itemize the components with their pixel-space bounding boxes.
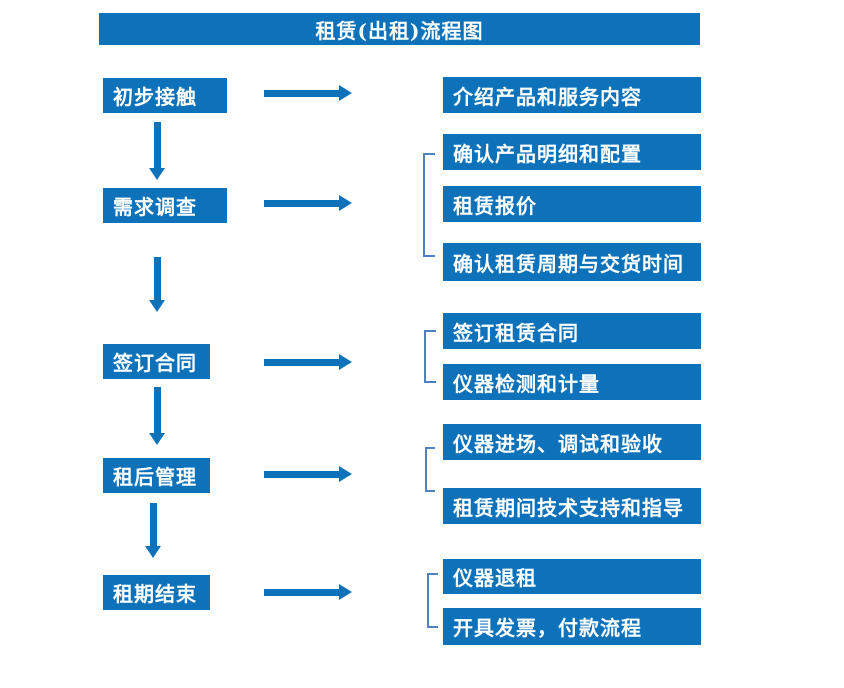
flow-arrow-right-3-icon <box>264 354 352 370</box>
arrow-shaft <box>154 387 161 434</box>
detail-box-rental-quote: 租赁报价 <box>443 186 701 222</box>
flow-arrow-down-4-icon <box>145 503 161 558</box>
arrow-shaft <box>264 200 340 207</box>
bracket-group-post-rental-mgmt <box>425 447 435 492</box>
detail-box-instrument-testing: 仪器检测和计量 <box>443 364 701 400</box>
arrow-head <box>339 85 352 101</box>
arrow-head <box>145 546 161 558</box>
arrow-shaft <box>154 257 161 301</box>
arrow-shaft <box>264 359 340 366</box>
arrow-head <box>149 168 165 180</box>
step-box-rental-end: 租期结束 <box>103 575 210 610</box>
arrow-head <box>149 433 165 445</box>
bracket-group-demand-survey <box>423 153 435 257</box>
arrow-shaft <box>150 503 157 547</box>
arrow-shaft <box>154 122 161 169</box>
arrow-shaft <box>264 589 340 596</box>
arrow-shaft <box>264 471 340 478</box>
bracket-group-sign-contract <box>424 330 436 383</box>
arrow-head <box>339 195 352 211</box>
step-box-initial-contact: 初步接触 <box>103 78 227 113</box>
arrow-head <box>339 354 352 370</box>
detail-box-instrument-return: 仪器退租 <box>443 559 701 594</box>
detail-box-instrument-setup: 仪器进场、调试和验收 <box>443 424 701 460</box>
page-title: 租赁(出租)流程图 <box>99 13 700 45</box>
detail-box-sign-rental-contract: 签订租赁合同 <box>443 313 701 349</box>
step-box-sign-contract: 签订合同 <box>103 344 210 379</box>
arrow-head <box>339 466 352 482</box>
flow-arrow-right-2-icon <box>264 195 352 211</box>
detail-box-confirm-period: 确认租赁周期与交货时间 <box>443 243 701 281</box>
flow-arrow-down-1-icon <box>149 122 165 180</box>
detail-box-tech-support: 租赁期间技术支持和指导 <box>443 488 701 524</box>
detail-box-invoice-payment: 开具发票，付款流程 <box>443 608 701 645</box>
flow-arrow-right-4-icon <box>264 466 352 482</box>
detail-box-confirm-details: 确认产品明细和配置 <box>443 134 701 170</box>
flow-arrow-down-3-icon <box>149 387 165 445</box>
arrow-head <box>149 300 165 312</box>
flow-arrow-down-2-icon <box>149 257 165 312</box>
step-box-demand-survey: 需求调查 <box>103 188 227 223</box>
step-box-post-rental-mgmt: 租后管理 <box>103 458 210 493</box>
arrow-shaft <box>264 90 340 97</box>
detail-box-introduce-products: 介绍产品和服务内容 <box>443 77 701 113</box>
flow-arrow-right-5-icon <box>264 584 352 600</box>
bracket-group-rental-end <box>427 573 438 628</box>
arrow-head <box>339 584 352 600</box>
flow-arrow-right-1-icon <box>264 85 352 101</box>
